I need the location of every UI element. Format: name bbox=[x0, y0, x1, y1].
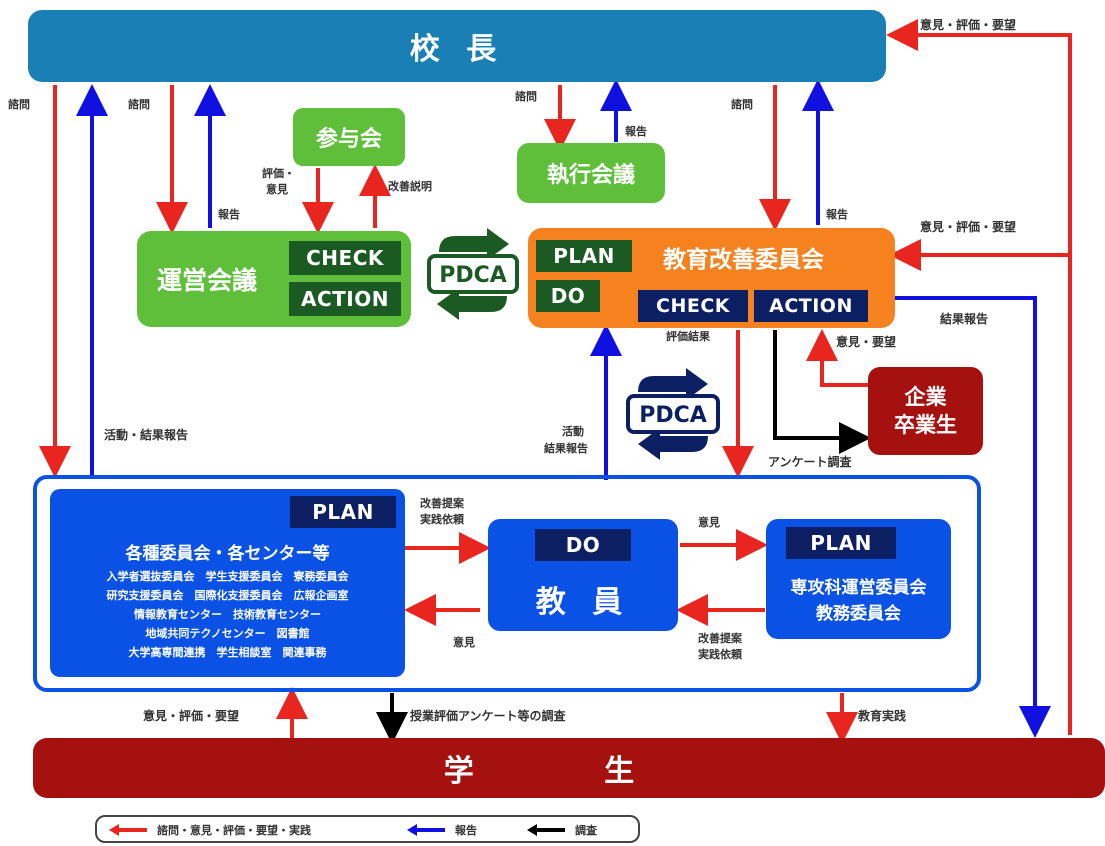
dept-box: Plan 専攻科運営委員会 教務委員会 bbox=[766, 519, 951, 639]
principal-box: 校 長 bbox=[28, 10, 886, 82]
label-iken-1: 意見 bbox=[698, 516, 720, 529]
student-title: 学 生 bbox=[443, 754, 695, 789]
committees-title: 各種委員会・各センター等 bbox=[125, 544, 330, 564]
sanyokai-box: 参与会 bbox=[293, 108, 405, 166]
kyoiku-do-tag: Do bbox=[536, 280, 600, 312]
committee-item: 入学者選抜委員会 学生支援委員会 寮務委員会 bbox=[106, 570, 349, 583]
kyoiku-action-label: Action bbox=[769, 295, 853, 317]
committees-box: Plan 各種委員会・各センター等 入学者選抜委員会 学生支援委員会 寮務委員会… bbox=[50, 489, 405, 677]
dept-line2: 教務委員会 bbox=[816, 604, 901, 624]
label-opinion-top: 意見・評価・要望 bbox=[920, 18, 1017, 32]
committee-item: 地域共同テクノセンター 図書館 bbox=[145, 627, 310, 640]
legend-blue-arrow-icon bbox=[407, 824, 445, 836]
dept-plan-label: Plan bbox=[810, 531, 872, 555]
pdca-cycle-icon: PDCA bbox=[427, 228, 519, 320]
shikko-title: 執行会議 bbox=[546, 163, 635, 188]
label-katsudo-a: 活動 bbox=[562, 425, 584, 438]
unei-box: 運営会議 Check Action bbox=[137, 231, 411, 327]
kyoiku-check-label: Check bbox=[656, 295, 730, 317]
pdca-cycle-icon-2: PDCA bbox=[626, 368, 720, 460]
label-hyoka-a: 評価・ bbox=[262, 167, 295, 180]
teacher-title: 教 員 bbox=[535, 585, 631, 620]
kyoiku-title: 教育改善委員会 bbox=[663, 247, 824, 273]
label-houkoku-unei: 報告 bbox=[218, 208, 240, 221]
kyoiku-plan-tag: Plan bbox=[536, 240, 632, 272]
label-student-opinion: 意見・評価・要望 bbox=[143, 709, 240, 723]
kigyo-line2: 卒業生 bbox=[894, 413, 957, 437]
legend-blue-label: 報告 bbox=[455, 824, 477, 837]
label-kaizen-teian2-b: 実践依頼 bbox=[698, 648, 742, 661]
unei-check-label: Check bbox=[306, 246, 384, 270]
kyoiku-check-tag: Check bbox=[638, 290, 748, 322]
kigyo-box: 企業 卒業生 bbox=[868, 367, 983, 455]
committee-item: 研究支援委員会 国際化支援委員会 広報企画室 bbox=[106, 589, 349, 602]
unei-title: 運営会議 bbox=[157, 266, 258, 295]
legend: 諮問・意見・評価・要望・実践 報告 調査 bbox=[95, 815, 640, 843]
pdca-top-text: PDCA bbox=[439, 263, 507, 288]
committee-item: 大学高専間連携 学生相談室 関連事務 bbox=[128, 646, 327, 659]
label-iken-2: 意見 bbox=[453, 636, 475, 649]
label-shimon-shikko: 諮問 bbox=[515, 90, 537, 103]
arrow-result-report bbox=[895, 296, 1051, 738]
label-kaizen-teian2-a: 改善提案 bbox=[698, 632, 742, 645]
teacher-box: Do 教 員 bbox=[488, 519, 678, 631]
label-houkoku-shikko: 報告 bbox=[625, 125, 647, 138]
committee-item: 情報教育センター 技術教育センター bbox=[134, 608, 321, 621]
label-kyoiku-jissen: 教育実践 bbox=[858, 709, 907, 723]
teacher-do-label: Do bbox=[565, 533, 601, 557]
principal-title: 校 長 bbox=[409, 32, 505, 67]
school-frame bbox=[33, 475, 981, 692]
label-katsudo-kekka: 活動・結果報告 bbox=[104, 428, 189, 442]
committees-list: 入学者選抜委員会 学生支援委員会 寮務委員会 研究支援委員会 国際化支援委員会 … bbox=[50, 567, 405, 662]
label-shimon-left: 諮問 bbox=[8, 98, 30, 111]
kyoiku-do-label: Do bbox=[550, 284, 586, 308]
label-hyoka-kekka: 評価結果 bbox=[666, 330, 710, 343]
unei-action-label: Action bbox=[301, 287, 389, 311]
arrow-kigyo-opinion bbox=[806, 329, 870, 387]
label-opinion-mid: 意見・評価・要望 bbox=[920, 220, 1017, 234]
label-opinion-kigyo: 意見・要望 bbox=[836, 335, 897, 349]
kigyo-line1: 企業 bbox=[904, 385, 947, 409]
legend-black-label: 調査 bbox=[575, 824, 597, 837]
unei-check-tag: Check bbox=[289, 241, 401, 275]
sanyokai-title: 参与会 bbox=[315, 127, 382, 152]
label-kaizen-teian-b: 実践依頼 bbox=[420, 513, 464, 526]
kyoiku-plan-label: Plan bbox=[553, 244, 615, 268]
kyoiku-action-tag: Action bbox=[754, 290, 868, 322]
teacher-do-tag: Do bbox=[535, 529, 631, 561]
unei-action-tag: Action bbox=[289, 282, 401, 316]
legend-red-label: 諮問・意見・評価・要望・実践 bbox=[157, 824, 311, 837]
student-box: 学 生 bbox=[33, 738, 1105, 798]
label-shimon-kyoiku: 諮問 bbox=[731, 98, 753, 111]
label-survey2: 授業評価アンケート等の調査 bbox=[410, 709, 566, 723]
arrow-survey bbox=[773, 330, 871, 454]
label-kaizen-setsumei: 改善説明 bbox=[388, 180, 432, 193]
label-houkoku-kyoiku: 報告 bbox=[826, 208, 848, 221]
label-kaizen-teian-a: 改善提案 bbox=[420, 497, 464, 510]
pdca-mid-text: PDCA bbox=[639, 403, 707, 428]
committees-plan-tag: Plan bbox=[290, 496, 396, 528]
committees-plan-label: Plan bbox=[312, 500, 374, 524]
label-katsudo-b: 結果報告 bbox=[544, 442, 588, 455]
dept-plan-tag: Plan bbox=[786, 527, 896, 559]
label-survey: アンケート調査 bbox=[768, 455, 852, 469]
dept-line1: 専攻科運営委員会 bbox=[790, 578, 927, 598]
label-result-report: 結果報告 bbox=[940, 312, 989, 326]
legend-red-arrow-icon bbox=[109, 824, 147, 836]
label-hyoka-b: 意見 bbox=[266, 183, 288, 196]
arrow-opinion-right bbox=[886, 19, 1072, 735]
kyoiku-box: Plan Do 教育改善委員会 Check Action bbox=[528, 228, 895, 328]
label-shimon-unei: 諮問 bbox=[128, 98, 150, 111]
legend-black-arrow-icon bbox=[527, 824, 565, 836]
shikko-box: 執行会議 bbox=[517, 143, 665, 203]
